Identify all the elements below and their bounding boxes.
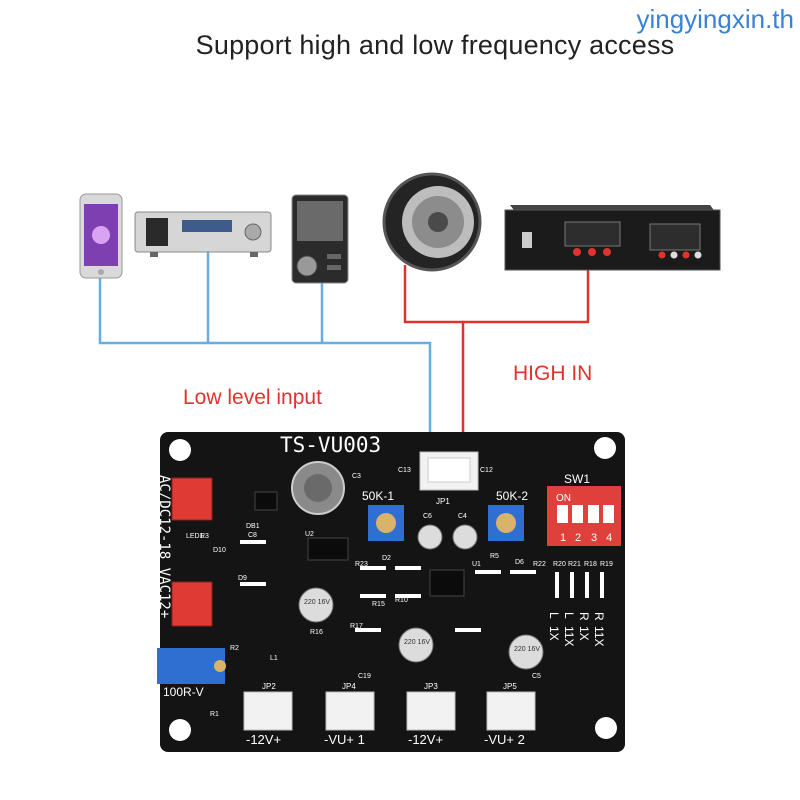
component-label: R17: [350, 623, 363, 630]
connector-id: JP5: [503, 682, 517, 691]
component-label: R2: [230, 645, 239, 652]
switch-number: 2: [575, 532, 581, 544]
component-label: R23: [355, 561, 368, 568]
jp1-label: JP1: [436, 497, 450, 506]
switch-on-label: ON: [556, 493, 571, 504]
range-gain: 1X: [547, 626, 561, 641]
ic-u2: [307, 537, 349, 561]
music-player-icon: [291, 194, 349, 284]
component-label: D10: [213, 547, 226, 554]
component-label: C6: [423, 513, 432, 520]
power-text: AC/DC12-18 VAC12+: [156, 475, 172, 618]
range-side: L: [562, 612, 576, 619]
headline: Support high and low frequency access: [195, 30, 675, 60]
component-label: R1: [210, 711, 219, 718]
power-amplifier-icon: [504, 205, 721, 271]
blue-wires: [98, 252, 432, 455]
capacitor-texts: 220 16V 220 16V 220 16V: [304, 599, 540, 653]
jp4-connector: [325, 691, 375, 731]
high-in-label: HIGH IN: [513, 362, 593, 385]
component-label: C8: [248, 532, 257, 539]
component-label: C3: [352, 473, 361, 480]
range-side: L: [547, 612, 561, 619]
connector-labels: -12V+ -VU+ 1 -12V+ -VU+ 2: [246, 732, 525, 747]
connector-id: JP2: [262, 682, 276, 691]
jp3-connector: [406, 691, 456, 731]
component-label: R21: [568, 561, 581, 568]
component-label: C13: [398, 467, 411, 474]
jp5-connector: [486, 691, 536, 731]
connector-id: JP4: [342, 682, 356, 691]
range-side: R: [592, 612, 606, 621]
board-model: TS-VU003: [280, 433, 381, 457]
component-label: R18: [584, 561, 597, 568]
component-label: R22: [533, 561, 546, 568]
switch-number: 4: [606, 532, 612, 544]
power-connector-top: [171, 477, 213, 521]
switch-label: SW1: [564, 472, 590, 486]
connector-id: JP3: [424, 682, 438, 691]
ic-u1: [429, 569, 465, 597]
smartphone-icon: [79, 193, 123, 279]
component-label: C12: [480, 467, 493, 474]
component-label: DB1: [246, 523, 260, 530]
range-gain: 11X: [562, 626, 576, 646]
range-gain: 1X: [577, 626, 591, 641]
switch-numbers: 1 2 3 4: [560, 532, 612, 544]
component-label: C5: [532, 673, 541, 680]
amplifier-icon: [134, 211, 272, 257]
watermark: yingyingxin.th: [636, 4, 794, 34]
component-label: R10: [395, 597, 408, 604]
component-labels: C13 C12 C3 C6 C4 R5 D6 DB1 C8 LED1 R3 D1…: [186, 467, 613, 718]
component-label: R16: [310, 629, 323, 636]
component-label: C19: [358, 673, 371, 680]
component-label: R19: [600, 561, 613, 568]
cap-text: 220 16V: [304, 599, 330, 606]
range-side: R: [577, 612, 591, 621]
component-label: R3: [200, 533, 209, 540]
component-label: D2: [382, 555, 391, 562]
component-label: U1: [472, 561, 481, 568]
component-label: LED1: [186, 533, 204, 540]
connector-label: -VU+ 1: [324, 732, 365, 747]
cap-text: 220 16V: [404, 639, 430, 646]
switch-number: 3: [591, 532, 597, 544]
connector-ids: JP2 JP4 JP3 JP5: [262, 682, 517, 691]
switch-number: 1: [560, 532, 566, 544]
connector-label: -12V+: [246, 732, 281, 747]
component-label: R5: [490, 553, 499, 560]
component-label: R20: [553, 561, 566, 568]
pot-left-label: 50K-1: [362, 489, 394, 503]
pcb-board: [157, 432, 625, 752]
component-label: U2: [305, 531, 314, 538]
speaker-icon: [382, 172, 482, 272]
range-gain: 11X: [592, 626, 606, 646]
range-labels: R 11X R 1X L 11X L 1X: [547, 612, 606, 646]
power-connector-bottom: [171, 581, 213, 627]
pot-right-label: 50K-2: [496, 489, 528, 503]
connector-label: -VU+ 2: [484, 732, 525, 747]
cap-text: 220 16V: [514, 646, 540, 653]
connector-label: -12V+: [408, 732, 443, 747]
pot-bottom-label: 100R-V: [163, 685, 204, 699]
jp2-connector: [243, 691, 293, 731]
component-label: D6: [515, 559, 524, 566]
component-label: D9: [238, 575, 247, 582]
component-label: L1: [270, 655, 278, 662]
red-wires: [403, 260, 590, 455]
low-level-input-label: Low level input: [183, 386, 322, 409]
pot-100r-v: [157, 648, 225, 684]
component-label: R15: [372, 601, 385, 608]
component-label: C4: [458, 513, 467, 520]
